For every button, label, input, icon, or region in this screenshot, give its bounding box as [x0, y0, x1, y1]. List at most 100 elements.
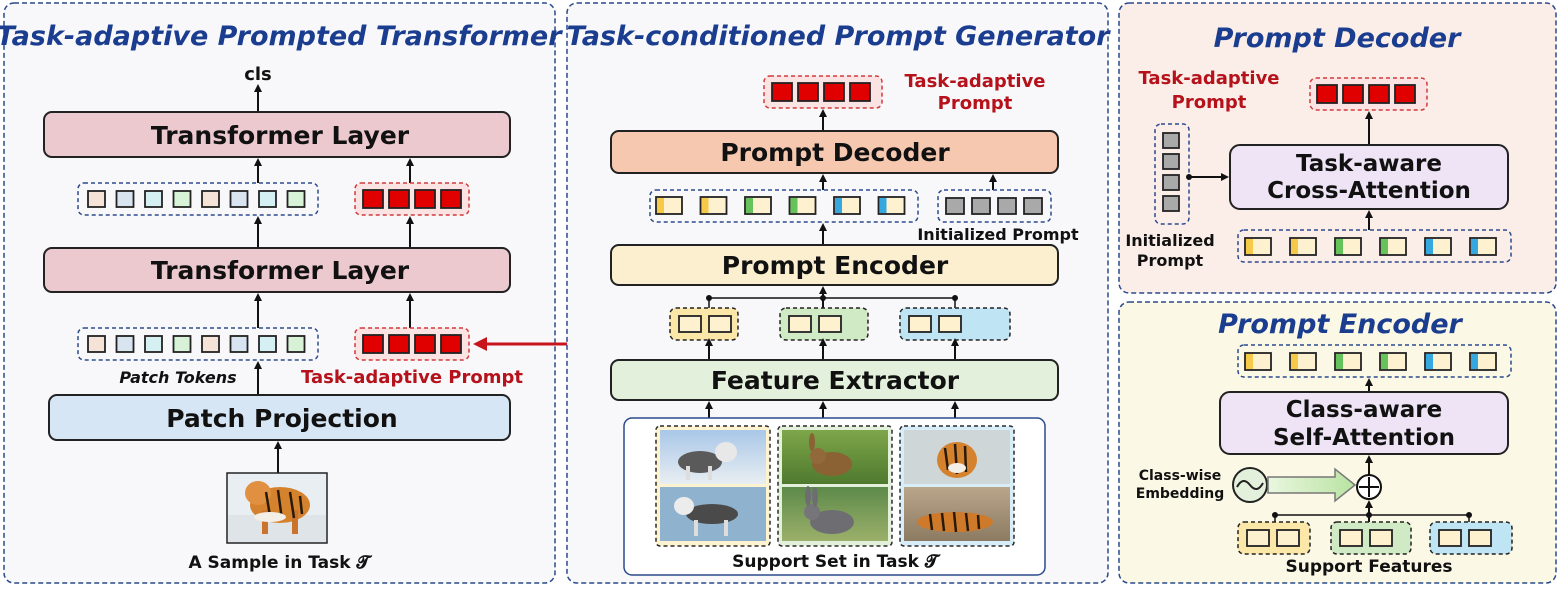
prompt-token — [414, 334, 436, 354]
decoder-detail-prompt-tokens — [1316, 84, 1416, 104]
init-token — [997, 197, 1017, 215]
class-color-stripe — [1426, 354, 1433, 369]
feature-extractor-block — [610, 359, 1059, 401]
support-feature-group-decoder — [649, 189, 919, 223]
support-feature-token — [1246, 529, 1270, 547]
prompt-tokens-bottom — [362, 334, 462, 354]
class-color-stripe — [835, 198, 842, 213]
support-feature-token — [818, 315, 842, 333]
cross-attention-label-1: Task-aware — [1296, 151, 1442, 177]
support-feature-token — [1468, 529, 1492, 547]
class-color-stripe — [1336, 239, 1343, 254]
patch-token — [258, 190, 277, 208]
patch-token — [229, 335, 249, 353]
generator-output-label-2: Prompt — [938, 93, 1013, 114]
decoder-detail-init-tokens — [1162, 132, 1180, 212]
transformer-layer-top — [43, 111, 511, 158]
support-class-husky — [655, 425, 771, 547]
class-color-stripe — [746, 198, 753, 213]
init-token — [1162, 174, 1180, 191]
patch-tokens-label: Patch Tokens — [119, 368, 236, 387]
prompt-token — [849, 82, 871, 102]
encoder-detail-support-features — [1237, 521, 1513, 555]
init-token — [971, 197, 991, 215]
decoder-detail-prompt-label-2: Prompt — [1172, 92, 1247, 113]
prompt-token — [823, 82, 845, 102]
patch-token — [87, 190, 106, 208]
patch-token — [172, 335, 192, 353]
support-feature-groups — [669, 307, 1011, 341]
panel-encoder-detail-title: Prompt Encoder — [1218, 309, 1463, 340]
init-token — [1162, 153, 1180, 170]
prompt-token — [1342, 84, 1364, 104]
prompt-token — [1394, 84, 1416, 104]
class-color-stripe — [1381, 354, 1388, 369]
patch-token — [201, 190, 220, 208]
patch-token — [87, 335, 106, 353]
patch-tokens-top — [87, 190, 306, 208]
decoder-detail-feature-group — [1237, 229, 1512, 263]
prompt-token — [362, 334, 384, 354]
class-color-stripe — [1471, 354, 1478, 369]
patch-token — [172, 190, 192, 208]
support-feature-token — [1339, 529, 1363, 547]
prompt-encoder-block — [610, 244, 1059, 286]
support-feature-token — [938, 315, 962, 333]
transformer-layer-bottom — [43, 247, 511, 293]
support-class-rabbit — [777, 425, 893, 547]
init-token — [1162, 132, 1180, 149]
decoder-detail-prompt-label-1: Task-adaptive — [1138, 68, 1279, 89]
prompt-encoder-label: Prompt Encoder — [722, 251, 949, 280]
prompt-token — [388, 334, 410, 354]
decoder-detail-init-label-1: Initialized — [1125, 231, 1214, 250]
patch-token — [144, 335, 163, 353]
generator-output-label-1: Task-adaptive — [904, 71, 1045, 92]
self-attention-label-1: Class-aware — [1286, 397, 1442, 423]
class-color-stripe — [1291, 354, 1298, 369]
task-aware-cross-attention-block — [1229, 144, 1509, 210]
class-color-stripe — [1471, 239, 1478, 254]
patch-tokens-bottom — [87, 335, 306, 353]
feature-extractor-label: Feature Extractor — [711, 366, 960, 395]
tiger-sample-image — [226, 472, 328, 544]
patch-token — [115, 190, 135, 208]
embedding-arrow — [1267, 467, 1357, 503]
class-feature-tokens — [655, 196, 906, 215]
embedding-circle-icon — [1232, 467, 1268, 503]
class-color-stripe — [790, 198, 798, 213]
prompt-token — [440, 334, 462, 354]
class-color-stripe — [1336, 354, 1343, 369]
prompt-token — [414, 189, 436, 209]
support-set-label: Support Set in Task 𝓣 — [732, 552, 941, 572]
prompt-token — [362, 189, 384, 209]
prompt-token — [771, 82, 793, 102]
decoder-detail-init-label-2: Prompt — [1137, 251, 1204, 270]
support-feature-token — [1369, 529, 1393, 547]
support-feature-token — [908, 315, 932, 333]
task-adaptive-prompt-label: Task-adaptive Prompt — [301, 367, 523, 388]
panel-transformer-title: Task-adaptive Prompted Transformer — [0, 21, 563, 52]
decoder-detail-init-group — [1154, 123, 1190, 225]
class-color-stripe — [879, 198, 887, 213]
support-feature-token — [788, 315, 812, 333]
patch-projection-block — [48, 394, 511, 441]
class-color-stripe — [1246, 239, 1253, 254]
init-token — [1023, 197, 1043, 215]
transformer-layer-top-label: Transformer Layer — [151, 121, 410, 150]
patch-token — [286, 190, 306, 208]
sample-in-task-label: A Sample in Task 𝓣 — [188, 553, 372, 573]
transformer-layer-bottom-label: Transformer Layer — [151, 256, 410, 285]
prompt-token — [1316, 84, 1338, 104]
support-class-tiger — [899, 425, 1015, 547]
initialized-prompt-label: Initialized Prompt — [917, 225, 1079, 244]
prompt-token — [388, 189, 410, 209]
cls-output-label: cls — [244, 64, 272, 85]
encoder-detail-output-tokens — [1244, 352, 1497, 371]
prompt-tokens-top — [362, 189, 462, 209]
decoder-detail-feature-tokens — [1244, 237, 1497, 256]
patch-token-group-top — [77, 182, 319, 216]
prompt-token — [1368, 84, 1390, 104]
panel-generator-title: Task-conditioned Prompt Generator — [567, 21, 1112, 52]
